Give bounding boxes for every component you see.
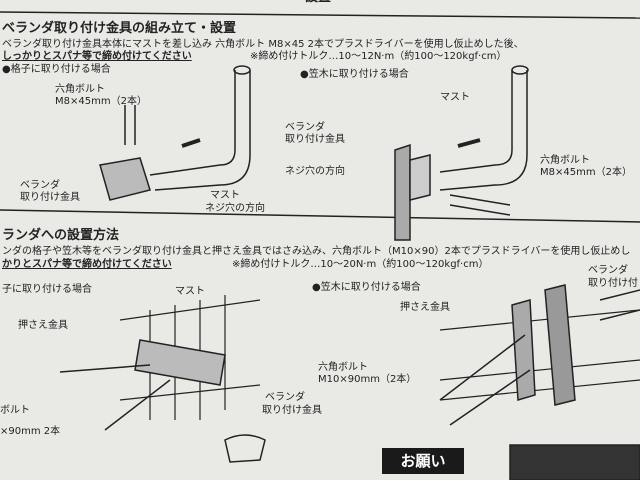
section2-instruction-emphasis: かりとスパナ等で締め付けてください [2,259,172,270]
label: M8×45mm（2本） [540,167,632,178]
label: 押さえ金具 [18,320,68,331]
label: 取り付け付 [588,278,638,289]
label: ベランダ [265,392,305,403]
label: ベランダ [588,265,628,276]
bracket-drawing [99,157,151,201]
bracket-drawing [544,284,576,406]
section1-instruction-emphasis: しっかりとスパナ等で締め付けてください [2,51,192,62]
case-railing-heading: ●笠木に取り付ける場合 [312,282,421,293]
label: 六角ボルト [55,84,105,95]
label: 取り付け金具 [262,405,322,416]
label: 六角ボルト [318,362,368,373]
arrow-icon [181,138,201,148]
label: ベランダ [285,122,325,133]
label: 取り付け金具 [20,192,80,203]
section1-torque: ※締め付けトルク…10～12N·m（約100～120kgf·cm） [250,51,507,62]
label: M10×90mm（2本） [318,374,417,385]
clamp-drawing [511,299,536,401]
mast-drawing [439,70,528,191]
hand-drawing [224,434,266,463]
case-lattice-heading: 子に取り付ける場合 [2,284,92,295]
section1-instruction: ベランダ取り付け金具本体にマストを差し込み 六角ボルト M8×45 2本でプラス… [2,39,524,50]
section2-instruction: ンダの格子や笠木等をベランダ取り付け金具と押さえ金具ではさみ込み、六角ボルト（M… [2,246,631,257]
section-divider [0,11,640,19]
header-fragment: 設置 [305,0,331,4]
label: ボルト [0,405,30,416]
label: マスト [440,92,470,103]
notice-heading: お願い [382,448,464,474]
case-lattice-heading: ●格子に取り付ける場合 [2,64,111,75]
label: ベランダ [20,180,60,191]
label: M8×45mm（2本） [55,96,147,107]
section1-title: ベランダ取り付け金具の組み立て・設置 [2,21,237,36]
label: マスト [210,190,240,201]
label: ×90mm 2本 [0,426,61,437]
clamp-drawing [134,339,226,386]
section2-torque: ※締め付けトルク…10～20N·m（約100～120kgf·cm） [232,259,489,270]
section2-title: ランダへの設置方法 [2,228,120,243]
label: マスト [175,286,205,297]
mast-drawing [149,70,251,191]
arrow-icon [457,138,481,148]
label: ネジ穴の方向 [205,203,265,214]
case-railing-heading: ●笠木に取り付ける場合 [300,69,409,80]
bracket-drawing [394,143,411,241]
section-divider [0,209,640,223]
label: 取り付け金具 [285,134,345,145]
label: ネジ穴の方向 [285,166,345,177]
label: 六角ボルト [540,155,590,166]
label: 押さえ金具 [400,302,450,313]
